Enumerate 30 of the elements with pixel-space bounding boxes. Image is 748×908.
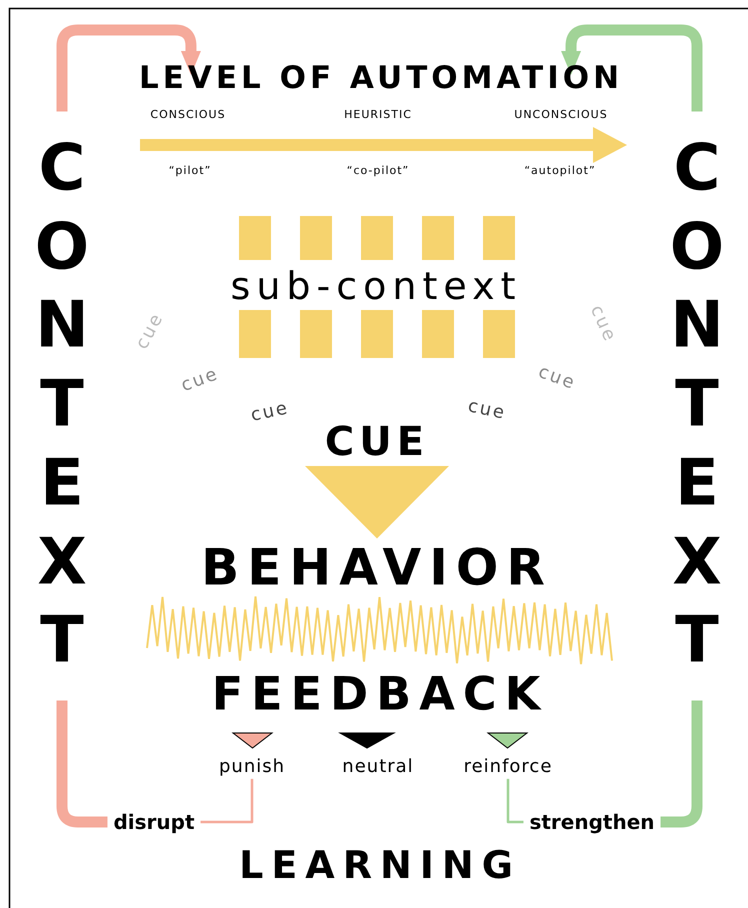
scale-label: “co-pilot” xyxy=(346,164,410,178)
scale-label: HEURISTIC xyxy=(344,108,412,122)
cue-word: cue xyxy=(466,396,508,424)
heading: CUE xyxy=(324,420,430,464)
scale-label: CONSCIOUS xyxy=(150,108,226,122)
chevron-arrow xyxy=(305,466,449,538)
vertical-title: CONTEXT xyxy=(30,129,94,681)
option-label: reinforce xyxy=(464,757,552,777)
heading: FEEDBACK xyxy=(212,668,548,720)
heading: LEARNING xyxy=(239,845,521,887)
sub-heading: sub-context xyxy=(230,266,522,308)
cue-word: cue xyxy=(536,362,578,394)
scale-label: UNCONSCIOUS xyxy=(514,108,608,122)
curved-arrow xyxy=(56,24,201,112)
cue-word: cue xyxy=(132,309,168,353)
heading: BEHAVIOR xyxy=(201,540,553,596)
cue-word: cue xyxy=(178,364,222,396)
cue-word: cue xyxy=(249,398,291,426)
option-label: neutral xyxy=(342,757,414,777)
vertical-title: CONTEXT xyxy=(665,129,729,681)
curved-arrow xyxy=(561,24,702,112)
path-label: strengthen xyxy=(529,811,655,833)
connector-line xyxy=(506,778,524,824)
cue-word: cue xyxy=(586,302,620,346)
heading: LEVEL OF AUTOMATION xyxy=(138,60,624,96)
scale-label: “pilot” xyxy=(168,164,212,178)
connector-line xyxy=(200,778,254,824)
option-label: punish xyxy=(218,757,286,777)
path-label: disrupt xyxy=(113,811,195,833)
scale-label: “autopilot” xyxy=(524,164,596,178)
